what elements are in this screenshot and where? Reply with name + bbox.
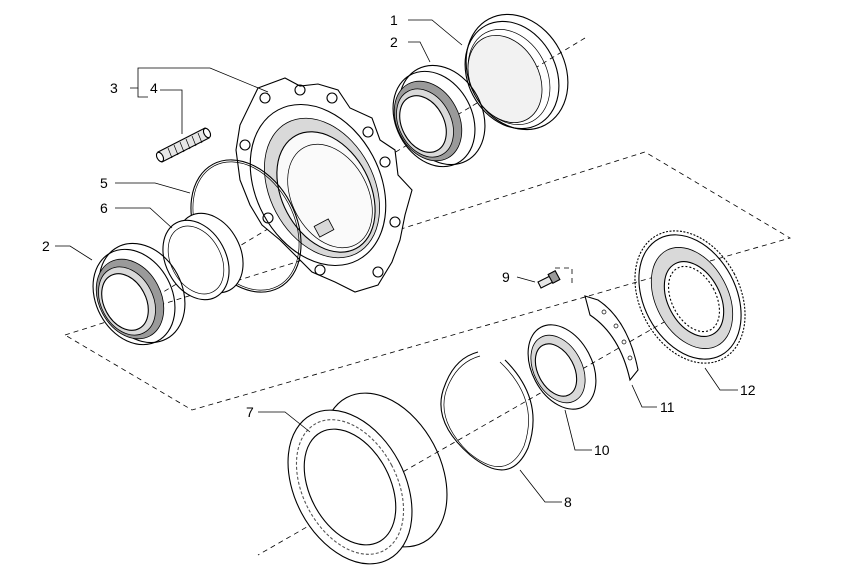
bolt-axis-marker bbox=[555, 267, 573, 283]
leader-11 bbox=[631, 384, 657, 408]
callout-6: 6 bbox=[100, 200, 108, 216]
leader-3 bbox=[130, 67, 269, 93]
part-1-seal-ring bbox=[464, 13, 569, 131]
part-3-hub-housing bbox=[235, 77, 413, 293]
leader-lines bbox=[55, 19, 738, 503]
leader-7 bbox=[258, 411, 311, 433]
part-7-ring-gear bbox=[287, 392, 448, 565]
callout-3: 3 bbox=[110, 80, 118, 96]
leader-3-branch bbox=[137, 88, 148, 98]
flange-bolt-holes bbox=[239, 84, 401, 278]
leader-6 bbox=[115, 207, 173, 229]
callout-2-upper: 2 bbox=[390, 34, 398, 50]
part-10-ring-nut bbox=[527, 324, 597, 410]
leader-4 bbox=[160, 89, 183, 134]
callout-labels: 1 2 2 3 4 5 6 7 8 9 10 11 12 bbox=[42, 12, 756, 510]
part-4-stud bbox=[155, 127, 212, 163]
part-9-bolt bbox=[537, 269, 561, 289]
leader-12 bbox=[704, 367, 738, 391]
part-2-bearing-lower bbox=[92, 242, 186, 346]
callout-7: 7 bbox=[246, 404, 254, 420]
part-8-snap-ring bbox=[440, 351, 534, 471]
part-2-bearing-upper bbox=[392, 64, 486, 168]
leader-8 bbox=[519, 469, 562, 503]
callout-11: 11 bbox=[660, 399, 675, 415]
part-12-gear-carrier bbox=[634, 230, 746, 364]
callout-8: 8 bbox=[564, 494, 572, 510]
callout-12: 12 bbox=[740, 382, 756, 398]
leader-5 bbox=[115, 182, 191, 194]
leader-2-lower bbox=[55, 245, 93, 261]
callout-2-lower: 2 bbox=[42, 238, 50, 254]
callout-9: 9 bbox=[502, 269, 510, 285]
callout-5: 5 bbox=[100, 175, 108, 191]
subassembly-frame bbox=[64, 151, 792, 411]
leader-2-upper bbox=[408, 41, 431, 63]
leader-9 bbox=[516, 276, 536, 283]
leader-10 bbox=[564, 409, 592, 451]
part-11-lock-plate bbox=[584, 295, 639, 382]
callout-4: 4 bbox=[150, 80, 158, 96]
part-6-spacer-ring bbox=[162, 212, 244, 301]
callout-1: 1 bbox=[390, 12, 398, 28]
leader-1 bbox=[408, 19, 463, 46]
callout-10: 10 bbox=[594, 442, 610, 458]
